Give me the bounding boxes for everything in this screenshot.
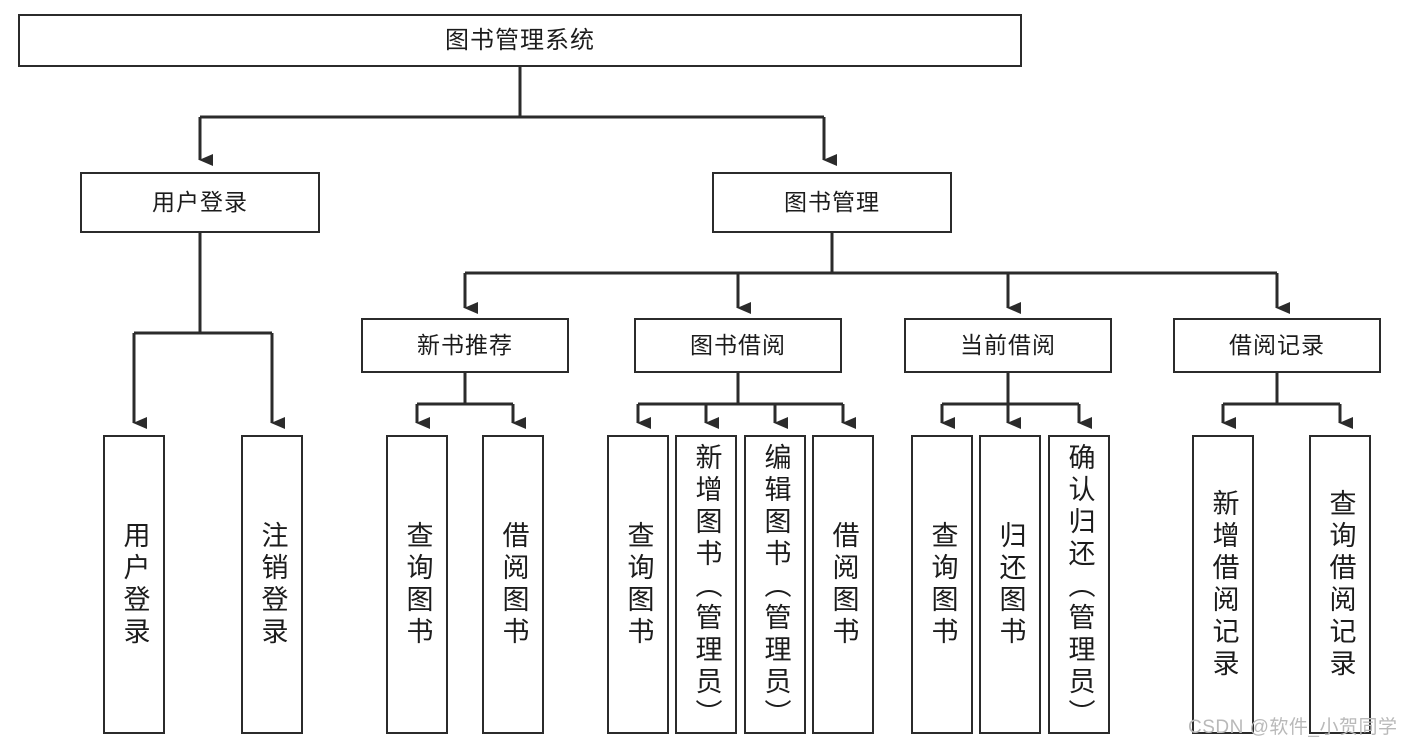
node-label: 归还图书 (995, 520, 1026, 649)
node-label: 用户登录 (119, 520, 150, 649)
leaf-edit-book-admin[interactable]: 编辑图书（管理员） (744, 435, 806, 734)
node-book-management[interactable]: 图书管理 (712, 172, 952, 233)
node-label: 查询图书 (402, 520, 433, 649)
node-label: 查询借阅记录 (1325, 488, 1356, 681)
node-label: 查询图书 (623, 520, 654, 649)
node-label: 注销登录 (257, 520, 288, 649)
node-label: 图书借阅 (690, 332, 786, 359)
leaf-query-book-current[interactable]: 查询图书 (911, 435, 973, 734)
node-book-borrow[interactable]: 图书借阅 (634, 318, 842, 373)
node-current-borrow[interactable]: 当前借阅 (904, 318, 1112, 373)
node-label: 借阅图书 (828, 520, 859, 649)
node-new-book-recommend[interactable]: 新书推荐 (361, 318, 569, 373)
leaf-query-book-recommend[interactable]: 查询图书 (386, 435, 448, 734)
node-root-system[interactable]: 图书管理系统 (18, 14, 1022, 67)
leaf-query-borrow-record[interactable]: 查询借阅记录 (1309, 435, 1371, 734)
node-label: 图书管理系统 (445, 26, 595, 54)
node-label: 借阅记录 (1229, 332, 1325, 359)
node-borrow-record[interactable]: 借阅记录 (1173, 318, 1381, 373)
leaf-add-book-admin[interactable]: 新增图书（管理员） (675, 435, 737, 734)
node-label: 编辑图书（管理员） (760, 443, 791, 731)
leaf-borrow-book-recommend[interactable]: 借阅图书 (482, 435, 544, 734)
leaf-borrow-book[interactable]: 借阅图书 (812, 435, 874, 734)
watermark-text: CSDN @软件_小贺同学 (1188, 717, 1398, 738)
leaf-logout[interactable]: 注销登录 (241, 435, 303, 734)
node-label: 新增借阅记录 (1208, 488, 1239, 681)
node-label: 查询图书 (927, 520, 958, 649)
node-label: 新增图书（管理员） (691, 443, 722, 731)
node-label: 图书管理 (784, 189, 880, 216)
leaf-confirm-return-admin[interactable]: 确认归还（管理员） (1048, 435, 1110, 734)
leaf-query-book-borrow[interactable]: 查询图书 (607, 435, 669, 734)
node-label: 新书推荐 (417, 332, 513, 359)
node-user-login[interactable]: 用户登录 (80, 172, 320, 233)
node-label: 用户登录 (152, 189, 248, 216)
leaf-add-borrow-record[interactable]: 新增借阅记录 (1192, 435, 1254, 734)
node-label: 确认归还（管理员） (1064, 443, 1095, 731)
leaf-return-book[interactable]: 归还图书 (979, 435, 1041, 734)
leaf-user-login[interactable]: 用户登录 (103, 435, 165, 734)
node-label: 借阅图书 (498, 520, 529, 649)
node-label: 当前借阅 (960, 332, 1056, 359)
